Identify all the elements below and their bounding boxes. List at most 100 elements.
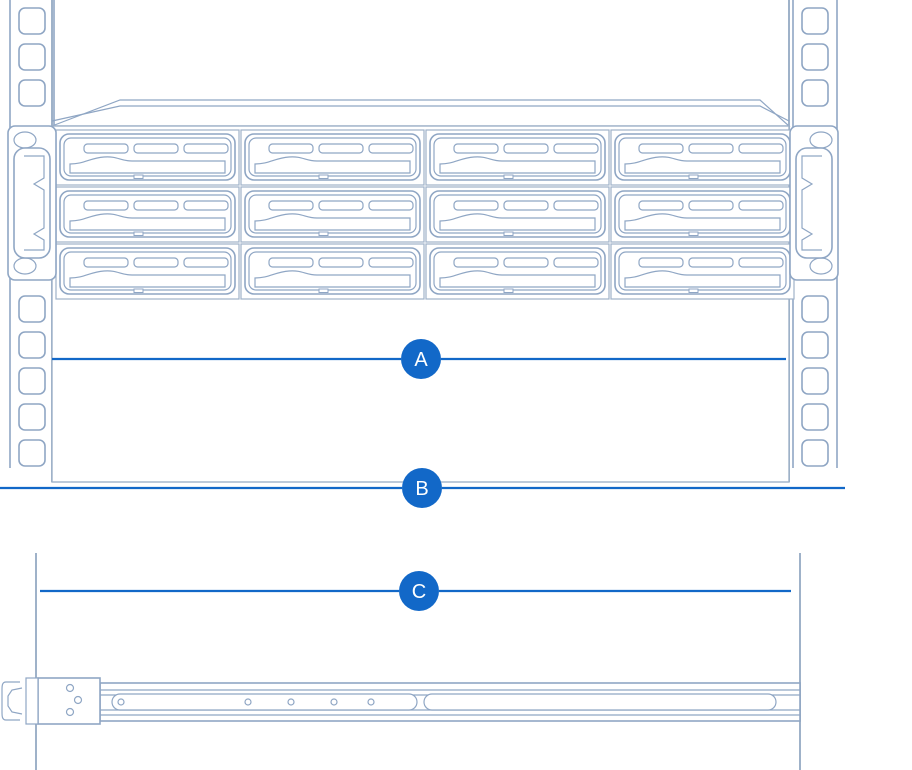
drive-bay[interactable]: [55, 186, 240, 243]
rack-post-right-mount-hole: [801, 7, 829, 35]
drive-bay[interactable]: [55, 129, 240, 186]
drive-vent-slot: [318, 143, 364, 154]
drive-bay[interactable]: [610, 243, 795, 300]
drive-vent-slot: [553, 200, 599, 211]
drive-latch-lever: [254, 213, 411, 231]
rack-ear-left-grip-detail: [24, 155, 45, 251]
drive-vent-slot: [83, 200, 129, 211]
rack-ear-left-bottom-boss: [13, 257, 37, 275]
top-cover-panel: [51, 99, 791, 127]
rail-bracket-hole: [65, 707, 75, 717]
callout-a[interactable]: A: [52, 339, 786, 379]
drive-latch-lever: [439, 213, 596, 231]
drive-bay[interactable]: [55, 243, 240, 300]
drive-bay[interactable]: [425, 129, 610, 186]
drive-bay[interactable]: [240, 243, 425, 300]
rack-post-right-mount-hole: [801, 439, 829, 467]
rack-post-right-mount-hole: [801, 403, 829, 431]
drive-bay-grid: [51, 125, 795, 483]
drive-status-led: [688, 174, 699, 179]
drive-vent-slot: [738, 143, 784, 154]
drive-status-led: [318, 231, 329, 236]
drive-vent-slot: [638, 257, 684, 268]
drive-vent-slot: [503, 257, 549, 268]
drive-bay[interactable]: [240, 129, 425, 186]
rack-ear-right-top-boss: [809, 131, 833, 149]
rack-post-right-mount-hole: [801, 331, 829, 359]
callout-c[interactable]: C: [40, 571, 791, 611]
drive-vent-slot: [183, 200, 229, 211]
drive-bay[interactable]: [610, 186, 795, 243]
drive-bay[interactable]: [240, 186, 425, 243]
drive-vent-slot: [638, 143, 684, 154]
rack-post-left-mount-hole: [18, 331, 46, 359]
drive-vent-slot: [83, 257, 129, 268]
rail-pin-hole: [244, 698, 252, 706]
drive-vent-slot: [553, 257, 599, 268]
rack-post-left-mount-hole: [18, 43, 46, 71]
drive-status-led: [688, 231, 699, 236]
rail-pin-hole: [117, 698, 125, 706]
callout-a-marker[interactable]: [401, 339, 441, 379]
drive-vent-slot: [133, 257, 179, 268]
top-cover-crease: [51, 105, 790, 122]
drive-vent-slot: [268, 200, 314, 211]
drive-vent-slot: [268, 257, 314, 268]
drive-vent-slot: [553, 143, 599, 154]
drive-vent-slot: [183, 143, 229, 154]
rail-bracket-hole: [65, 683, 75, 693]
rack-ear-left[interactable]: [7, 125, 57, 281]
drive-vent-slot: [638, 200, 684, 211]
drive-vent-slot: [688, 143, 734, 154]
rack-post-left-mount-hole: [18, 7, 46, 35]
drive-latch-lever: [69, 213, 226, 231]
chassis-top-cover: [51, 99, 791, 127]
drive-status-led: [318, 288, 329, 293]
callout-b[interactable]: B: [0, 468, 845, 508]
drive-bay[interactable]: [425, 243, 610, 300]
drive-latch-lever: [439, 270, 596, 288]
rack-post-right-mount-hole: [801, 43, 829, 71]
drive-status-led: [688, 288, 699, 293]
rail-inner-member-rear: [423, 693, 777, 711]
drive-vent-slot: [83, 143, 129, 154]
drive-bay[interactable]: [610, 129, 795, 186]
rail-pin-hole: [330, 698, 338, 706]
drive-vent-slot: [368, 257, 414, 268]
drive-latch-lever: [69, 270, 226, 288]
rack-ear-right-handle: [795, 147, 833, 259]
drive-vent-slot: [133, 200, 179, 211]
rail-bracket-hole: [73, 695, 83, 705]
drive-vent-slot: [688, 200, 734, 211]
callout-b-marker[interactable]: [402, 468, 442, 508]
drive-vent-slot: [453, 143, 499, 154]
rail-bracket-flange: [25, 677, 39, 725]
drive-status-led: [133, 231, 144, 236]
rail-front-hook: [1, 681, 20, 721]
rack-ear-right-grip-detail: [801, 155, 822, 251]
drive-latch-lever: [254, 270, 411, 288]
drive-latch-lever: [254, 156, 411, 174]
rack-post-left-mount-hole: [18, 439, 46, 467]
drive-vent-slot: [368, 143, 414, 154]
drive-vent-slot: [738, 257, 784, 268]
drive-vent-slot: [503, 143, 549, 154]
drive-latch-lever: [624, 156, 781, 174]
rack-ear-right[interactable]: [789, 125, 839, 281]
rack-ear-left-top-boss: [13, 131, 37, 149]
drive-vent-slot: [453, 257, 499, 268]
callout-c-marker[interactable]: [399, 571, 439, 611]
callout-c-label: C: [412, 581, 426, 603]
rack-post-right-mount-hole: [801, 367, 829, 395]
rack-post-left-mount-hole: [18, 79, 46, 107]
drive-latch-lever: [624, 213, 781, 231]
drive-status-led: [503, 174, 514, 179]
rail-pin-hole: [287, 698, 295, 706]
drive-bay[interactable]: [425, 186, 610, 243]
drive-vent-slot: [688, 257, 734, 268]
rack-post-left-mount-hole: [18, 403, 46, 431]
rack-ear-left-handle: [13, 147, 51, 259]
drive-status-led: [133, 288, 144, 293]
